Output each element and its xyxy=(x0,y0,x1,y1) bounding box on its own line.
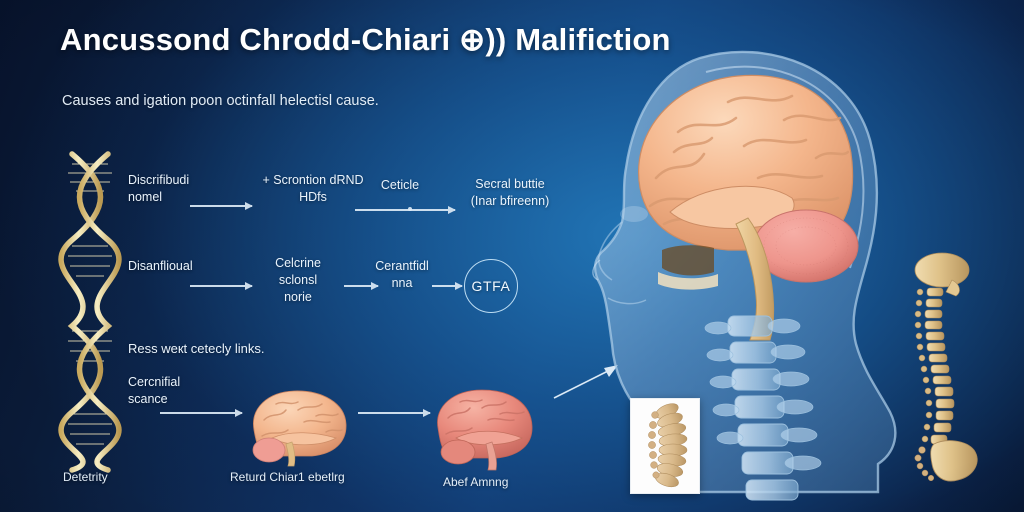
caption-2: Returd Chiar1 ebetlrg xyxy=(230,470,345,484)
inset-vertebrae-illustration xyxy=(648,403,688,488)
row1-step-1-label: Discrifibudi nomel xyxy=(128,173,190,204)
page-subtitle: Causes and igation poon octinfall helect… xyxy=(62,93,379,109)
cerebellum-shape xyxy=(440,439,476,465)
row3-arrow-2 xyxy=(358,409,431,416)
skull-shape xyxy=(914,252,970,288)
row2-step-2-label: Celcrine sclonsl norie xyxy=(275,256,321,304)
row2-step-3-label: Cerantfidl nna xyxy=(375,259,429,290)
cerebellum-shape xyxy=(252,437,286,463)
head-anatomy-illustration xyxy=(592,50,897,501)
row1-arrow-midpoint-dot xyxy=(408,207,412,211)
gtfa-node[interactable]: GTFA xyxy=(464,259,518,313)
row1-step-4-label: Secral buttie (Inar bfireenn) xyxy=(470,177,550,208)
eye-region xyxy=(620,206,648,222)
row2-step-1-label: Disanflioual xyxy=(128,259,193,273)
row2-arrow-3 xyxy=(432,282,463,289)
row1-step-3-label: Ceticle xyxy=(380,178,420,192)
dna-helix-illustration xyxy=(58,151,122,473)
row3-heading: Ress weкt cetecly links. xyxy=(128,341,265,356)
spine-inset-panel[interactable] xyxy=(630,398,700,494)
row2-arrow-1 xyxy=(190,282,253,289)
sinus-cavity xyxy=(662,245,714,276)
brain-affected-illustration xyxy=(437,389,533,471)
caption-3: Abef Amnng xyxy=(443,475,509,489)
pelvis-shape xyxy=(930,440,978,482)
full-spine-illustration xyxy=(914,252,978,482)
brain-normal-illustration xyxy=(252,390,347,467)
row3-step-1-label: Cercnifial scance xyxy=(128,375,181,406)
row3-arrow-1 xyxy=(160,409,243,416)
caption-1: Detetrity xyxy=(63,470,108,484)
gtfa-node-label: GTFA xyxy=(471,278,511,294)
row1-arrow-2 xyxy=(355,206,456,213)
